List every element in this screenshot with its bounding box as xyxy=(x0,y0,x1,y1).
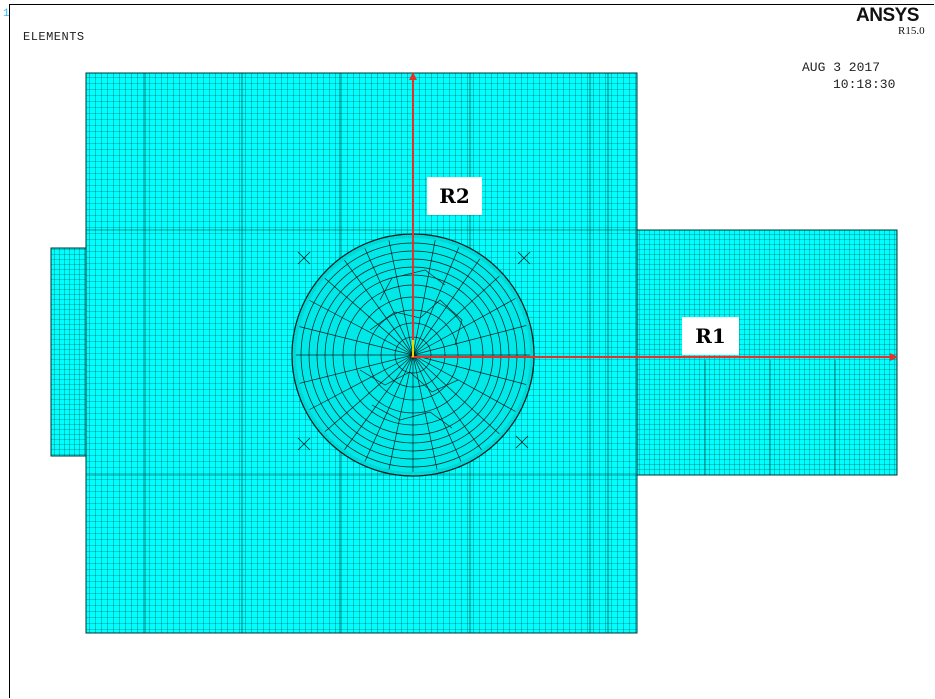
right-extension-region xyxy=(636,229,898,476)
brand-logo: ANSYS xyxy=(856,5,919,26)
transition-marks xyxy=(297,251,531,451)
date-label: AUG 3 2017 xyxy=(802,60,881,75)
time-label: 10:18:30 xyxy=(833,77,896,92)
r1-axis-label: R1 xyxy=(682,317,739,355)
version-label: R15.0 xyxy=(898,25,925,37)
mesh-column-lines xyxy=(144,73,836,633)
left-tab-region xyxy=(50,247,87,457)
r1-arrowhead xyxy=(890,353,898,361)
r2-axis-label: R2 xyxy=(427,177,482,215)
window-number: 1 xyxy=(3,8,10,20)
plot-title: ELEMENTS xyxy=(23,30,85,44)
r2-arrowhead xyxy=(409,72,417,80)
coordinate-axes xyxy=(409,72,898,361)
